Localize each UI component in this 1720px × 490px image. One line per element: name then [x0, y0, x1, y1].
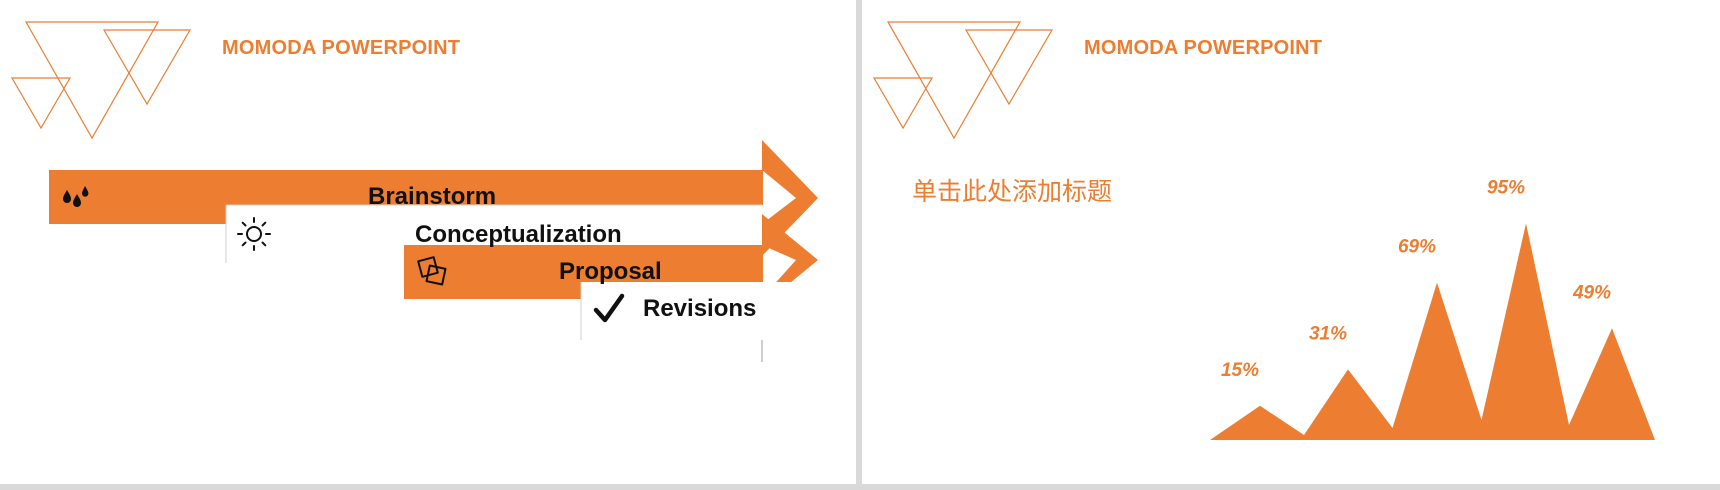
peak-area: [1210, 223, 1655, 440]
triangle-decoration: [872, 21, 1054, 140]
checkmark-icon: [593, 293, 625, 323]
peak-chart: 15% 31% 69% 95% 49%: [1210, 177, 1655, 440]
water-drops-icon: [63, 186, 89, 207]
data-label-4: 95%: [1487, 177, 1525, 198]
process-arrows: [49, 140, 818, 362]
data-label-3: 69%: [1398, 237, 1436, 258]
data-label-5: 49%: [1572, 282, 1611, 303]
step-label-2: Conceptualization: [415, 221, 622, 248]
step-label-3: Proposal: [559, 258, 662, 285]
step-label-4: Revisions: [643, 295, 757, 322]
notes-icon: [417, 256, 447, 286]
data-label-2: 31%: [1309, 323, 1347, 344]
step-panel-4: [580, 282, 816, 362]
slide-left: MOMODA POWERPOINT: [0, 0, 856, 484]
data-label-1: 15%: [1221, 360, 1259, 381]
sun-icon: [237, 217, 271, 251]
triangle-decoration: [10, 21, 192, 140]
slide-right: MOMODA POWERPOINT 单击此处添加标题 15% 31% 69% 95% 4…: [862, 0, 1720, 484]
slide-subtitle: 单击此处添加标题: [912, 177, 1113, 206]
brand-title: MOMODA POWERPOINT: [222, 37, 461, 59]
step-label-1: Brainstorm: [368, 183, 497, 210]
brand-title: MOMODA POWERPOINT: [1084, 37, 1323, 59]
